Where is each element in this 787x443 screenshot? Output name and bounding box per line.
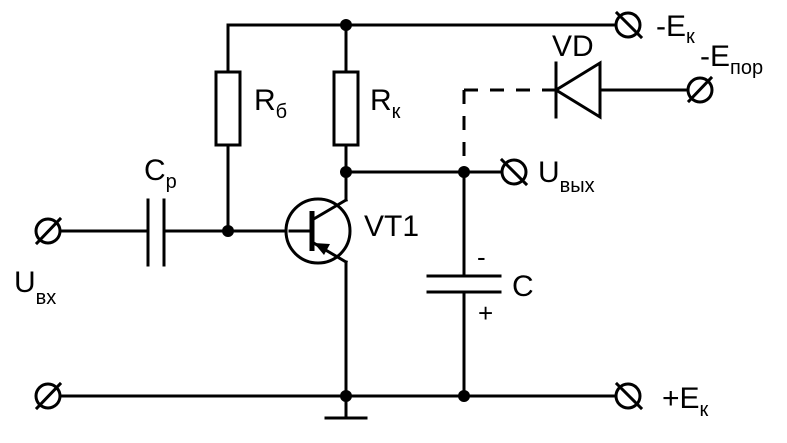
labels: -Eк -Eпор VD Rб Rк Cp Uвых VT1 Uвх - C +… xyxy=(14,10,763,421)
label-uin: Uвх xyxy=(14,266,56,309)
label-cap-plus: + xyxy=(478,298,493,328)
node-ground-emitter xyxy=(340,390,352,402)
resistor-rb xyxy=(214,70,242,147)
capacitor-c xyxy=(426,274,502,294)
resistor-rk xyxy=(332,70,360,147)
node-top-rk xyxy=(340,19,352,31)
node-collector xyxy=(340,166,352,178)
label-rb: Rб xyxy=(254,84,287,123)
label-cap: C xyxy=(512,270,534,303)
terminal-epor xyxy=(686,75,714,104)
terminal-ek-bottom xyxy=(614,381,644,411)
label-ek-top: -Eк xyxy=(656,10,695,48)
diode-triangle xyxy=(553,60,602,120)
junction-nodes xyxy=(222,19,470,402)
terminal-ground-left xyxy=(34,381,63,411)
terminals xyxy=(34,10,714,411)
terminal-uin xyxy=(34,216,63,246)
node-ground-cap xyxy=(458,390,470,402)
node-output xyxy=(458,166,470,178)
node-base xyxy=(222,225,234,237)
label-vt1: VT1 xyxy=(364,210,419,243)
terminal-ek-top xyxy=(614,10,644,40)
label-cp: Cp xyxy=(144,154,177,193)
label-rk: Rк xyxy=(370,84,401,123)
wires xyxy=(46,23,702,420)
terminal-uout xyxy=(499,157,529,187)
collector-lead xyxy=(309,197,349,223)
emitter-arrow xyxy=(314,243,330,255)
label-cap-minus: - xyxy=(477,242,486,272)
capacitor-cp xyxy=(146,198,166,267)
transistor-body xyxy=(284,197,352,265)
label-epor: -Eпор xyxy=(700,40,763,79)
label-uout: Uвых xyxy=(538,156,595,197)
label-ek-bottom: +Eк xyxy=(662,382,709,421)
dashed-connection xyxy=(462,88,556,172)
label-vd: VD xyxy=(552,30,594,63)
diode-vd xyxy=(553,60,602,120)
transistor-vt1 xyxy=(284,197,352,265)
